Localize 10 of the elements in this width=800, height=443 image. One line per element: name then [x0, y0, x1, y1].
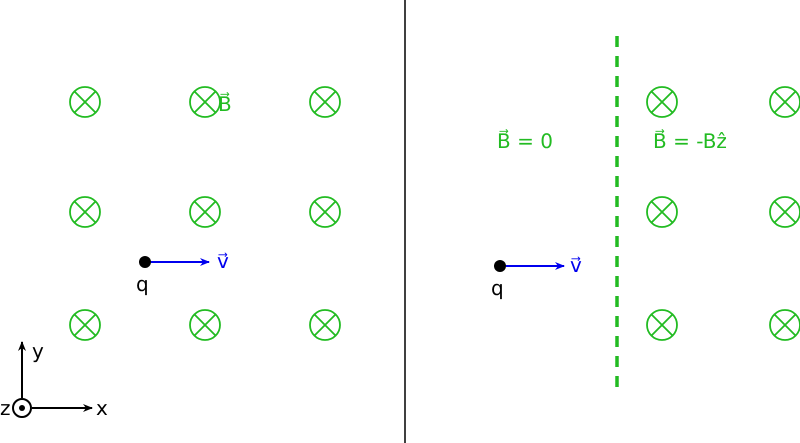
field-equation: B⃗ = -Bẑ	[653, 130, 727, 152]
field-label: B⃗	[218, 93, 232, 115]
field-equation: B⃗ = 0	[497, 130, 553, 152]
axis-label: z	[0, 397, 10, 419]
axis-label: x	[96, 397, 108, 419]
charge-label: q	[491, 277, 504, 299]
velocity-label: v⃗	[570, 254, 582, 276]
axis-label: y	[32, 340, 44, 362]
charge-label: q	[136, 273, 149, 295]
velocity-label: v⃗	[217, 250, 229, 272]
